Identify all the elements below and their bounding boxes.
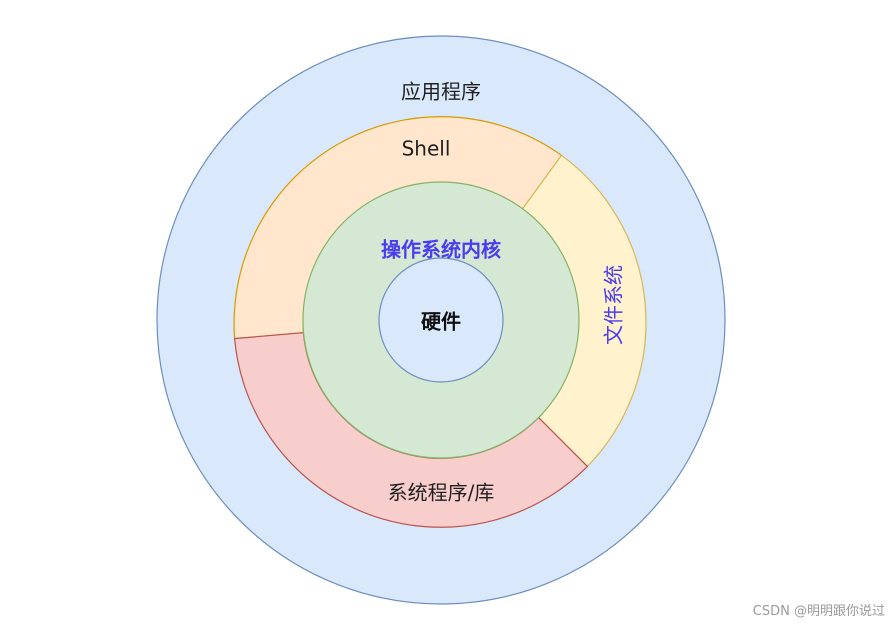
shell-label: Shell xyxy=(402,137,451,161)
file-system-label: 文件系统 xyxy=(602,265,626,345)
watermark: CSDN @明明跟你说过 xyxy=(752,604,885,619)
kernel-label: 操作系统内核 xyxy=(381,238,501,262)
hardware-core xyxy=(378,257,504,383)
system-libs-label: 系统程序/库 xyxy=(388,481,495,505)
applications-label: 应用程序 xyxy=(401,80,481,104)
hardware-label: 硬件 xyxy=(421,310,461,334)
